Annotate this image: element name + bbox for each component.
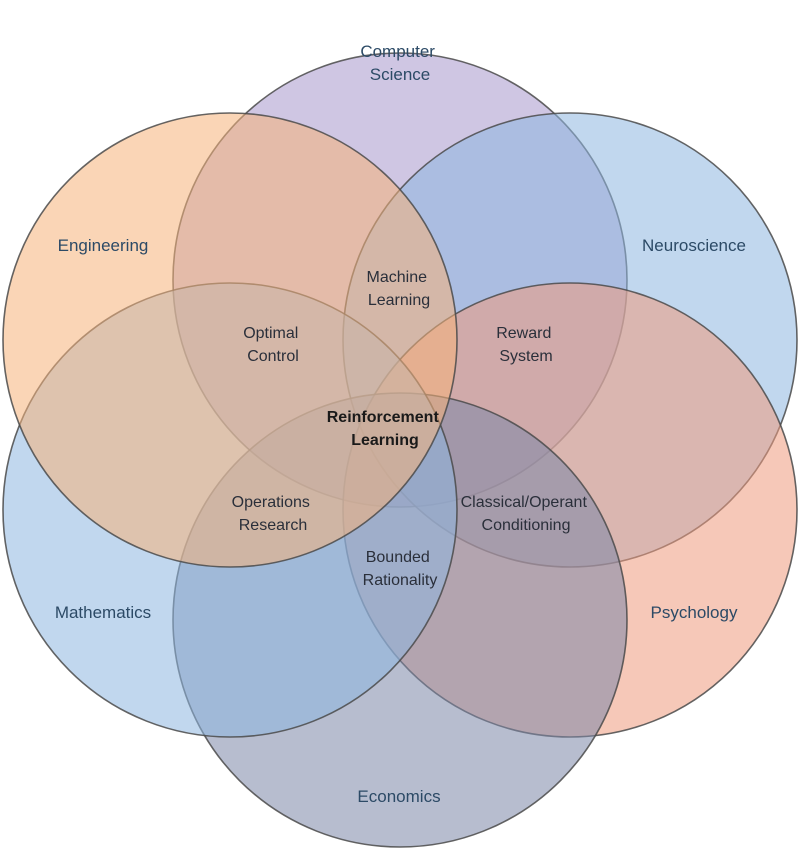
label-mathematics: Mathematics xyxy=(55,603,151,622)
label-machine-learning: Machine Learning xyxy=(367,269,432,309)
field-labels: Computer Science Neuroscience Psychology… xyxy=(55,42,746,806)
label-reinforcement-learning-line-1: Reinforcement xyxy=(327,409,440,426)
label-computer-science: Computer Science xyxy=(360,42,439,84)
circle-engineering xyxy=(2,112,458,568)
label-bounded-rationality: Bounded Rationality xyxy=(363,549,438,589)
label-reward-system-line-2: System xyxy=(499,348,552,365)
label-classical-operant-line-2: Conditioning xyxy=(482,517,571,534)
label-psychology: Psychology xyxy=(651,603,738,622)
label-operations-research: Operations Research xyxy=(232,494,315,534)
label-reinforcement-learning-line-2: Learning xyxy=(351,432,419,449)
overlap-labels: Machine Learning Reward System Classical… xyxy=(232,269,592,589)
label-classical-operant-conditioning: Classical/Operant Conditioning xyxy=(461,494,592,534)
label-optimal-control: Optimal Control xyxy=(243,325,303,365)
label-computer-science-line-2: Science xyxy=(370,65,430,84)
label-reward-system: Reward System xyxy=(496,325,556,365)
label-optimal-control-line-2: Control xyxy=(247,348,299,365)
label-classical-operant-line-1: Classical/Operant xyxy=(461,494,588,511)
label-machine-learning-line-2: Learning xyxy=(368,292,430,309)
circles-layer xyxy=(2,52,798,848)
label-neuroscience: Neuroscience xyxy=(642,236,746,255)
label-bounded-rationality-line-2: Rationality xyxy=(363,572,438,589)
label-reinforcement-learning: Reinforcement Learning xyxy=(327,409,443,449)
label-economics: Economics xyxy=(357,787,440,806)
label-engineering: Engineering xyxy=(58,236,149,255)
label-operations-research-line-1: Operations xyxy=(232,494,310,511)
label-bounded-rationality-line-1: Bounded xyxy=(366,549,430,566)
label-optimal-control-line-1: Optimal xyxy=(243,325,298,342)
label-computer-science-line-1: Computer xyxy=(360,42,435,61)
label-machine-learning-line-1: Machine xyxy=(367,269,428,286)
label-reward-system-line-1: Reward xyxy=(496,325,551,342)
label-operations-research-line-2: Research xyxy=(239,517,307,534)
